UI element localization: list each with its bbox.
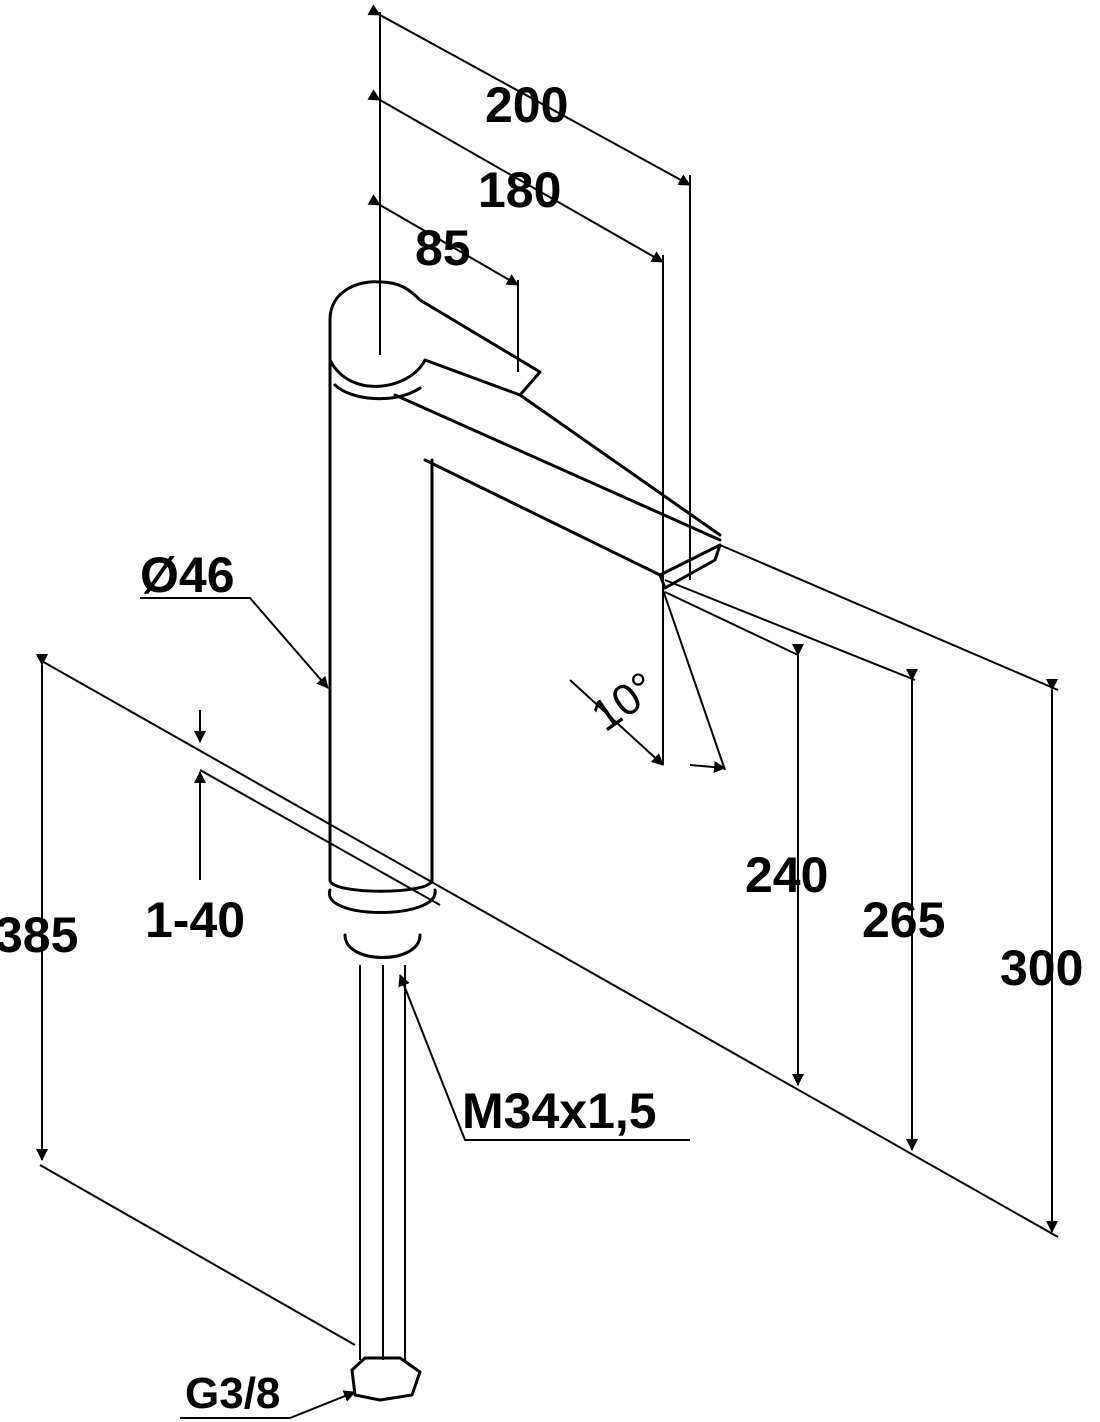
dim-200-label: 200	[485, 77, 568, 133]
reach-dimensions	[367, 4, 726, 774]
dim-180-label: 180	[478, 162, 561, 218]
dim-1-40-label: 1-40	[145, 892, 245, 948]
faucet-body	[328, 280, 722, 1402]
connection-thread-label: G3/8	[185, 1369, 280, 1418]
dim-240-label: 240	[745, 847, 828, 903]
dim-85-label: 85	[415, 220, 471, 276]
dim-265-label: 265	[862, 892, 945, 948]
dim-385-label: 385	[0, 907, 78, 963]
dim-diameter-label: Ø46	[140, 547, 235, 603]
angle-10-label: 10°	[583, 663, 666, 741]
dim-300-label: 300	[1000, 940, 1083, 996]
mount-thread-label: M34x1,5	[462, 1083, 657, 1139]
leaders	[140, 597, 690, 1419]
height-dimensions	[36, 544, 1059, 1346]
